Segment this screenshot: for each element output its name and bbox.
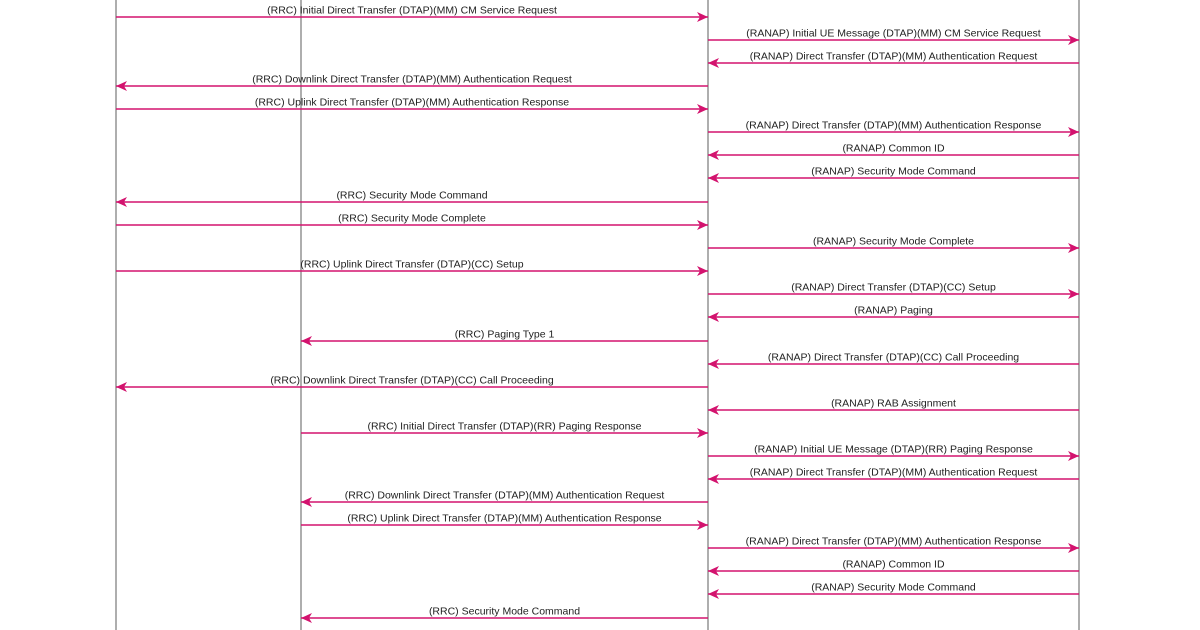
message-label: (RANAP) Direct Transfer (DTAP)(MM) Authe… bbox=[750, 51, 1038, 63]
message-label: (RANAP) Initial UE Message (DTAP)(MM) CM… bbox=[746, 28, 1041, 40]
arrowhead-icon bbox=[697, 520, 708, 530]
message-arrow: (RANAP) Direct Transfer (DTAP)(CC) Call … bbox=[708, 352, 1079, 369]
arrowhead-icon bbox=[708, 405, 719, 415]
arrowhead-icon bbox=[1068, 543, 1079, 553]
message-arrow: (RRC) Paging Type 1 bbox=[301, 329, 708, 346]
message-label: (RANAP) Direct Transfer (DTAP)(CC) Call … bbox=[768, 352, 1019, 364]
message-arrow: (RRC) Security Mode Complete bbox=[116, 213, 708, 230]
arrowhead-icon bbox=[1068, 127, 1079, 137]
message-label: (RRC) Security Mode Command bbox=[429, 606, 580, 618]
message-arrow: (RRC) Downlink Direct Transfer (DTAP)(MM… bbox=[301, 490, 708, 507]
arrowhead-icon bbox=[708, 359, 719, 369]
message-arrow: (RANAP) Common ID bbox=[708, 143, 1079, 160]
arrowhead-icon bbox=[116, 382, 127, 392]
message-arrow: (RRC) Uplink Direct Transfer (DTAP)(MM) … bbox=[116, 97, 708, 114]
message-label: (RRC) Uplink Direct Transfer (DTAP)(MM) … bbox=[255, 97, 569, 109]
message-label: (RANAP) Initial UE Message (DTAP)(RR) Pa… bbox=[754, 444, 1033, 456]
message-label: (RANAP) Security Mode Command bbox=[811, 582, 976, 594]
message-label: (RRC) Uplink Direct Transfer (DTAP)(CC) … bbox=[300, 259, 523, 271]
message-arrow: (RANAP) Direct Transfer (DTAP)(MM) Authe… bbox=[708, 536, 1079, 553]
message-label: (RRC) Downlink Direct Transfer (DTAP)(MM… bbox=[345, 490, 665, 502]
message-label: (RANAP) Security Mode Complete bbox=[813, 236, 974, 248]
arrowhead-icon bbox=[708, 566, 719, 576]
message-label: (RRC) Initial Direct Transfer (DTAP)(MM)… bbox=[267, 5, 557, 17]
message-arrow: (RANAP) Initial UE Message (DTAP)(RR) Pa… bbox=[708, 444, 1079, 461]
arrowhead-icon bbox=[301, 613, 312, 623]
messages: (RRC) Initial Direct Transfer (DTAP)(MM)… bbox=[116, 5, 1079, 623]
arrowhead-icon bbox=[116, 197, 127, 207]
message-arrow: (RRC) Downlink Direct Transfer (DTAP)(MM… bbox=[116, 74, 708, 91]
message-label: (RANAP) Common ID bbox=[842, 143, 945, 155]
message-arrow: (RANAP) Direct Transfer (DTAP)(MM) Authe… bbox=[708, 51, 1079, 68]
message-label: (RANAP) Direct Transfer (DTAP)(MM) Authe… bbox=[746, 120, 1042, 132]
arrowhead-icon bbox=[708, 589, 719, 599]
arrowhead-icon bbox=[697, 266, 708, 276]
arrowhead-icon bbox=[708, 474, 719, 484]
message-arrow: (RANAP) Direct Transfer (DTAP)(MM) Authe… bbox=[708, 467, 1079, 484]
message-label: (RANAP) Common ID bbox=[842, 559, 945, 571]
message-label: (RANAP) Security Mode Command bbox=[811, 166, 976, 178]
arrowhead-icon bbox=[116, 81, 127, 91]
message-arrow: (RANAP) Initial UE Message (DTAP)(MM) CM… bbox=[708, 28, 1079, 45]
arrowhead-icon bbox=[697, 12, 708, 22]
message-arrow: (RANAP) RAB Assignment bbox=[708, 398, 1079, 415]
message-label: (RANAP) Direct Transfer (DTAP)(MM) Authe… bbox=[746, 536, 1042, 548]
message-label: (RRC) Paging Type 1 bbox=[455, 329, 555, 341]
message-arrow: (RANAP) Direct Transfer (DTAP)(CC) Setup bbox=[708, 282, 1079, 299]
message-label: (RANAP) Direct Transfer (DTAP)(MM) Authe… bbox=[750, 467, 1038, 479]
message-arrow: (RRC) Downlink Direct Transfer (DTAP)(CC… bbox=[116, 375, 708, 392]
arrowhead-icon bbox=[697, 220, 708, 230]
message-arrow: (RRC) Uplink Direct Transfer (DTAP)(MM) … bbox=[301, 513, 708, 530]
message-arrow: (RANAP) Security Mode Command bbox=[708, 582, 1079, 599]
message-label: (RRC) Downlink Direct Transfer (DTAP)(MM… bbox=[252, 74, 572, 86]
message-arrow: (RRC) Security Mode Command bbox=[116, 190, 708, 207]
arrowhead-icon bbox=[697, 104, 708, 114]
message-arrow: (RANAP) Direct Transfer (DTAP)(MM) Authe… bbox=[708, 120, 1079, 137]
message-label: (RANAP) RAB Assignment bbox=[831, 398, 956, 410]
message-arrow: (RRC) Security Mode Command bbox=[301, 606, 708, 623]
message-arrow: (RANAP) Security Mode Command bbox=[708, 166, 1079, 183]
message-arrow: (RANAP) Common ID bbox=[708, 559, 1079, 576]
message-arrow: (RRC) Initial Direct Transfer (DTAP)(RR)… bbox=[301, 421, 708, 438]
message-label: (RRC) Uplink Direct Transfer (DTAP)(MM) … bbox=[347, 513, 661, 525]
arrowhead-icon bbox=[708, 58, 719, 68]
arrowhead-icon bbox=[1068, 289, 1079, 299]
message-arrow: (RRC) Uplink Direct Transfer (DTAP)(CC) … bbox=[116, 259, 708, 276]
message-arrow: (RANAP) Paging bbox=[708, 305, 1079, 322]
message-label: (RRC) Security Mode Command bbox=[336, 190, 487, 202]
message-label: (RRC) Security Mode Complete bbox=[338, 213, 486, 225]
message-label: (RANAP) Direct Transfer (DTAP)(CC) Setup bbox=[791, 282, 996, 294]
arrowhead-icon bbox=[708, 312, 719, 322]
arrowhead-icon bbox=[1068, 35, 1079, 45]
arrowhead-icon bbox=[708, 173, 719, 183]
message-label: (RRC) Downlink Direct Transfer (DTAP)(CC… bbox=[270, 375, 554, 387]
message-label: (RRC) Initial Direct Transfer (DTAP)(RR)… bbox=[367, 421, 641, 433]
message-label: (RANAP) Paging bbox=[854, 305, 933, 317]
arrowhead-icon bbox=[1068, 451, 1079, 461]
arrowhead-icon bbox=[697, 428, 708, 438]
arrowhead-icon bbox=[301, 497, 312, 507]
arrowhead-icon bbox=[1068, 243, 1079, 253]
message-arrow: (RRC) Initial Direct Transfer (DTAP)(MM)… bbox=[116, 5, 708, 22]
message-arrow: (RANAP) Security Mode Complete bbox=[708, 236, 1079, 253]
arrowhead-icon bbox=[301, 336, 312, 346]
arrowhead-icon bbox=[708, 150, 719, 160]
